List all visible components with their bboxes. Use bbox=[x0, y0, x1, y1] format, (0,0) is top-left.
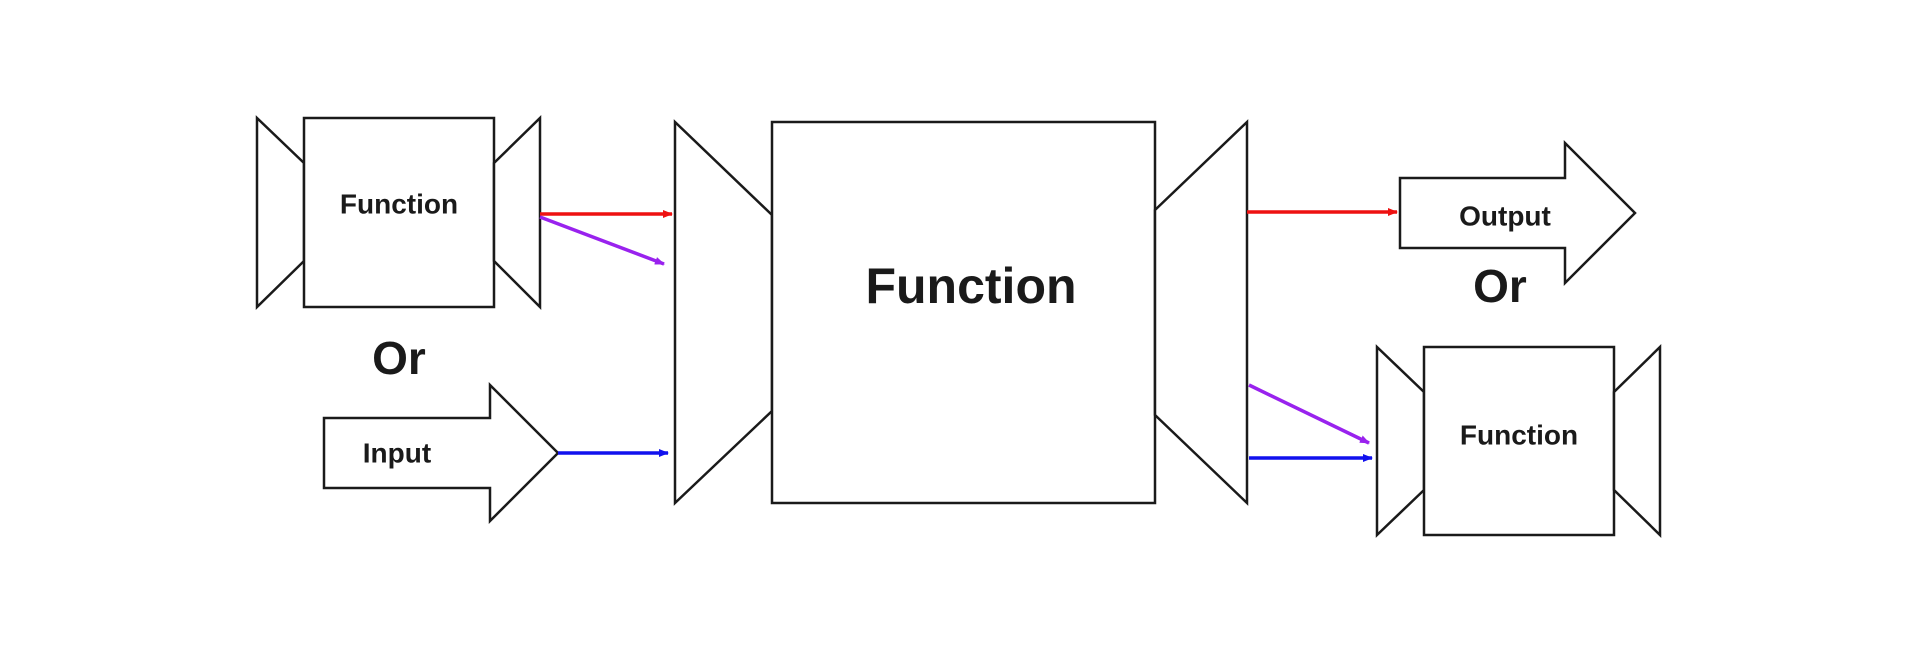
left-function-box bbox=[302, 116, 496, 309]
right-function-block: Function bbox=[1375, 344, 1662, 538]
input-block-arrow: Input bbox=[322, 381, 560, 525]
left-function-input-funnel bbox=[255, 115, 306, 310]
center-function-box bbox=[770, 120, 1157, 505]
center-output-funnel bbox=[1153, 119, 1249, 506]
right-function-output-funnel bbox=[1612, 344, 1662, 538]
right-function-box bbox=[1422, 345, 1616, 537]
left-function-label: Function bbox=[340, 188, 458, 219]
right-function-input-funnel bbox=[1375, 344, 1426, 538]
right-function-label: Function bbox=[1460, 419, 1578, 450]
purple-arrow-left bbox=[539, 215, 665, 266]
output-arrow-shape bbox=[1398, 139, 1637, 287]
output-block-arrow: Output bbox=[1398, 139, 1637, 287]
input-label: Input bbox=[363, 437, 431, 468]
input-arrow-shape bbox=[322, 381, 560, 525]
center-function-block: Function bbox=[673, 119, 1249, 506]
output-label: Output bbox=[1459, 200, 1551, 231]
center-function-label: Function bbox=[865, 258, 1076, 314]
center-input-funnel bbox=[673, 119, 774, 506]
left-function-block: Function bbox=[255, 115, 542, 311]
right-or-label: Or bbox=[1473, 260, 1527, 312]
left-function-output-funnel bbox=[492, 115, 542, 311]
left-or-label: Or bbox=[372, 332, 426, 384]
purple-arrow-right bbox=[1248, 383, 1370, 445]
